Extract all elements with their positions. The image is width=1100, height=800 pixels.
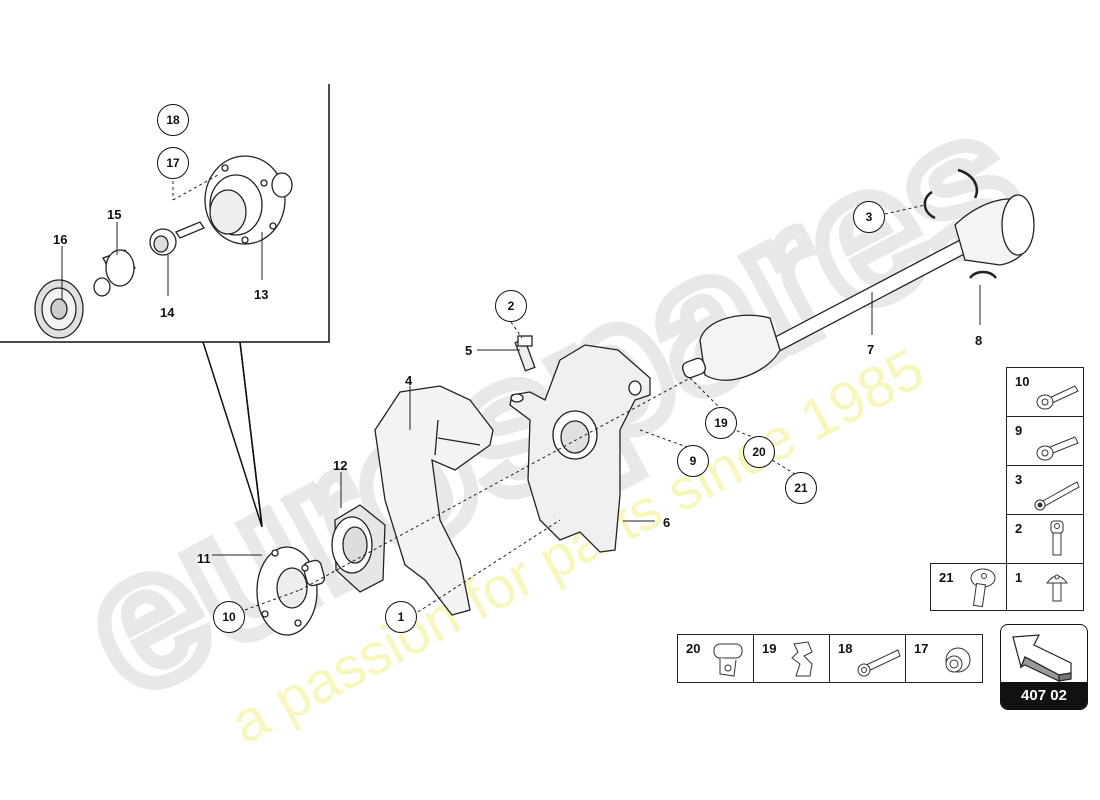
hardware-label: 20: [686, 641, 701, 656]
hardware-cell-10[interactable]: 10: [1006, 367, 1084, 417]
hardware-cell-17[interactable]: 17: [905, 634, 983, 683]
callout-3[interactable]: 3: [853, 201, 885, 233]
flange-bolt-icon: [1036, 436, 1079, 461]
callout-9[interactable]: 9: [677, 445, 709, 477]
hardware-cell-21[interactable]: 21: [930, 563, 1007, 611]
wheel-hub-13-drawing: [204, 155, 293, 245]
hardware-cell-18[interactable]: 18: [829, 634, 906, 683]
hardware-cell-20[interactable]: 20: [677, 634, 754, 683]
flange-button-screw-icon: [970, 568, 996, 608]
page-reference-badge[interactable]: 407 02: [1000, 624, 1088, 710]
hardware-label: 19: [762, 641, 777, 656]
part-label-4[interactable]: 4: [405, 373, 413, 388]
cable-clip-icon: [713, 643, 743, 677]
callout-18[interactable]: 18: [157, 104, 189, 136]
part-label-13[interactable]: 13: [254, 287, 269, 302]
part-label-16[interactable]: 16: [53, 232, 68, 247]
flange-bolt-long-icon: [1036, 385, 1079, 410]
part-label-14[interactable]: 14: [160, 305, 175, 320]
hardware-cell-2[interactable]: 2: [1006, 514, 1084, 564]
button-head-screw-icon: [1046, 574, 1068, 602]
part-label-11[interactable]: 11: [197, 551, 211, 566]
svg-text:a passion for parts since 1985: a passion for parts since 1985: [221, 336, 935, 757]
callout-2[interactable]: 2: [495, 290, 527, 322]
hardware-label: 10: [1015, 374, 1030, 389]
wheel-bearing-12-drawing: [331, 504, 386, 593]
callout-21[interactable]: 21: [785, 472, 817, 504]
hardware-cell-3[interactable]: 3: [1006, 465, 1084, 515]
callout-1[interactable]: 1: [385, 601, 417, 633]
hardware-label: 18: [838, 641, 853, 656]
bushing-nut-icon: [945, 647, 971, 673]
hardware-cell-19[interactable]: 19: [753, 634, 830, 683]
hardware-label: 17: [914, 641, 929, 656]
hardware-label: 1: [1015, 570, 1023, 585]
hardware-label: 9: [1015, 423, 1023, 438]
part-label-12[interactable]: 12: [333, 458, 348, 473]
part-label-7[interactable]: 7: [867, 342, 875, 357]
hardware-label: 3: [1015, 472, 1023, 487]
part-label-15[interactable]: 15: [107, 207, 122, 222]
axle-nut-15-drawing: [93, 249, 136, 297]
hardware-label: 2: [1015, 521, 1023, 536]
page-code: 407 02: [1001, 682, 1087, 709]
callout-10[interactable]: 10: [213, 601, 245, 633]
circlip-8-drawing: [969, 270, 997, 279]
wheel-carrier-6-drawing: [509, 344, 651, 553]
wheel-hub-11-drawing: [256, 546, 326, 636]
circlip-3-drawing: [923, 190, 936, 220]
part-label-6[interactable]: 6: [663, 515, 671, 530]
hardware-label: 21: [939, 570, 954, 585]
tone-ring-16-drawing: [34, 279, 84, 339]
socket-head-bolt-icon: [857, 649, 901, 677]
socket-head-bolt-short-icon: [1050, 520, 1064, 556]
part-label-5[interactable]: 5: [465, 343, 473, 358]
spring-clip-icon: [791, 641, 813, 677]
socket-head-bolt-long-icon: [1034, 481, 1080, 511]
arrow-icon: [1012, 634, 1072, 682]
hardware-cell-9[interactable]: 9: [1006, 416, 1084, 466]
dust-shield-4-drawing: [374, 385, 494, 616]
hardware-cell-1[interactable]: 1: [1006, 563, 1084, 611]
callout-17[interactable]: 17: [157, 147, 189, 179]
callout-20[interactable]: 20: [743, 436, 775, 468]
speed-sensor-5-drawing: [514, 335, 536, 372]
hub-bolt-14-drawing: [149, 221, 205, 256]
part-label-8[interactable]: 8: [975, 333, 983, 348]
callout-19[interactable]: 19: [705, 407, 737, 439]
